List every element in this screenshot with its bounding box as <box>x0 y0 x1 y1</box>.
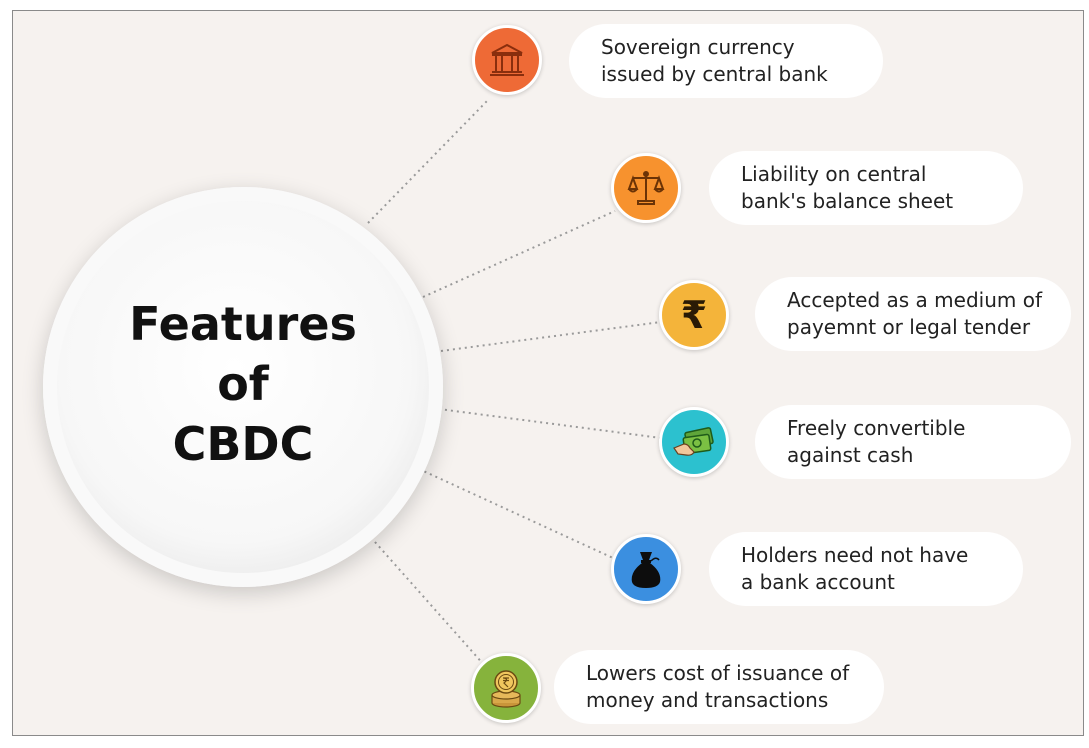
infographic-frame: Features of CBDC Sovereign currency issu… <box>12 10 1084 736</box>
connector-line-6 <box>366 532 486 667</box>
balance-scale-icon <box>627 171 665 205</box>
connector-lines <box>366 100 662 667</box>
central-hub-circle: Features of CBDC <box>43 187 443 587</box>
hub-title-line-1: Features <box>129 297 357 351</box>
feature-text-1: Sovereign currency issued by central ban… <box>601 34 828 88</box>
feature-4-line-1: Freely convertible <box>787 416 966 440</box>
feature-text-2: Liability on central bank's balance shee… <box>741 161 953 215</box>
feature-icon-circle-3: ₹ <box>659 280 729 350</box>
feature-pill-4: Freely convertible against cash <box>755 405 1071 479</box>
feature-icon-circle-5 <box>611 534 681 604</box>
hub-title: Features of CBDC <box>129 294 357 474</box>
feature-3-line-1: Accepted as a medium of <box>787 288 1042 312</box>
hub-title-line-2: of <box>217 357 269 411</box>
hub-title-line-3: CBDC <box>172 417 314 471</box>
feature-pill-2: Liability on central bank's balance shee… <box>709 151 1023 225</box>
connector-line-2 <box>422 210 616 298</box>
feature-text-3: Accepted as a medium of payemnt or legal… <box>787 287 1042 341</box>
feature-1-line-1: Sovereign currency <box>601 35 795 59</box>
feature-text-5: Holders need not have a bank account <box>741 542 968 596</box>
connector-line-1 <box>367 100 488 224</box>
feature-pill-6: Lowers cost of issuance of money and tra… <box>554 650 884 724</box>
cash-in-hand-icon <box>673 427 714 456</box>
feature-text-6: Lowers cost of issuance of money and tra… <box>586 660 849 714</box>
feature-5-line-2: a bank account <box>741 570 895 594</box>
feature-3-line-2: payemnt or legal tender <box>787 315 1031 339</box>
feature-6-line-2: money and transactions <box>586 688 829 712</box>
feature-icon-circle-2 <box>611 153 681 223</box>
feature-2-line-1: Liability on central <box>741 162 927 186</box>
feature-icon-circle-1 <box>472 25 542 95</box>
feature-pill-3: Accepted as a medium of payemnt or legal… <box>755 277 1071 351</box>
feature-6-line-1: Lowers cost of issuance of <box>586 661 850 685</box>
feature-text-4: Freely convertible against cash <box>787 415 965 469</box>
feature-icon-circle-4 <box>659 407 729 477</box>
rupee-icon: ₹ <box>680 293 708 337</box>
feature-1-line-2: issued by central bank <box>601 62 828 86</box>
feature-pill-5: Holders need not have a bank account <box>709 532 1023 606</box>
bank-building-icon <box>490 43 524 76</box>
feature-4-line-2: against cash <box>787 443 914 467</box>
feature-pill-1: Sovereign currency issued by central ban… <box>569 24 883 98</box>
feature-2-line-2: bank's balance sheet <box>741 189 954 213</box>
money-bag-icon <box>631 552 661 588</box>
coin-stack-icon <box>491 670 521 708</box>
connector-line-5 <box>418 468 614 559</box>
connector-line-4 <box>438 408 662 439</box>
connector-line-3 <box>440 321 662 352</box>
feature-icon-circle-6 <box>471 653 541 723</box>
feature-5-line-1: Holders need not have <box>741 543 969 567</box>
